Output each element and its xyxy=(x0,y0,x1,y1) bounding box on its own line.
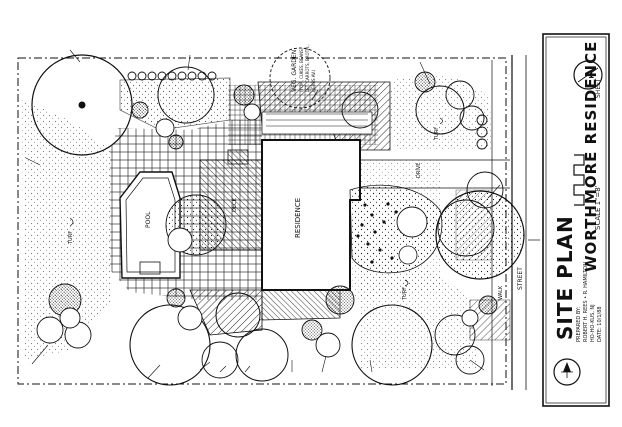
hedge xyxy=(127,71,488,150)
north-arrow-icon xyxy=(553,358,581,386)
residence-label: RESIDENCE xyxy=(294,198,302,238)
turf-arrows xyxy=(69,117,443,287)
info-line-3: HO-HO-KUS, NJ xyxy=(590,304,596,342)
turf-label-2: TURF xyxy=(434,127,440,141)
turf-label-1: TURF xyxy=(68,231,74,245)
info-line-4: DATE: 10/1/88 xyxy=(597,306,603,342)
scale-label: SCALE 1"=8' xyxy=(594,185,602,230)
sheet-label: SHEET xyxy=(595,78,602,98)
info-line-2: ROBERT H. REES • R. HAMILTON xyxy=(583,262,589,342)
veg-notes-1: (TOM, CUKES, BEANS, xyxy=(299,48,304,92)
sheet-number: 1 xyxy=(588,71,594,81)
turf-label-3: TURF xyxy=(402,287,408,301)
deck-label: DECK xyxy=(232,197,238,212)
scale-bar xyxy=(573,154,585,206)
entry-planting-bed xyxy=(349,184,443,274)
walk-label: WALK xyxy=(498,285,504,300)
pool xyxy=(119,171,181,279)
drive-label: DRIVE xyxy=(416,163,422,178)
trees xyxy=(31,47,525,386)
veg-notes-3: HERBS AV.) xyxy=(311,69,316,92)
veg-notes-2: LET. CARROTS, BROTH., xyxy=(305,44,310,92)
site-plan-title: SITE PLAN xyxy=(553,215,577,340)
foundation-beds xyxy=(119,77,341,336)
residence-building xyxy=(261,139,361,291)
leader-lines xyxy=(25,49,501,379)
shrubs xyxy=(36,71,498,358)
title-block xyxy=(542,33,610,407)
sheet-circle xyxy=(573,60,603,90)
street-label: STREET xyxy=(517,267,524,290)
info-line-1: PREPARED BY: xyxy=(576,307,582,342)
pool-label: POOL xyxy=(145,211,152,228)
veg-garden-arrow xyxy=(311,89,319,101)
veg-garden-label: VEG. GARDEN xyxy=(291,50,298,92)
residence-name: WORTHMORE RESIDENCE xyxy=(582,41,600,272)
